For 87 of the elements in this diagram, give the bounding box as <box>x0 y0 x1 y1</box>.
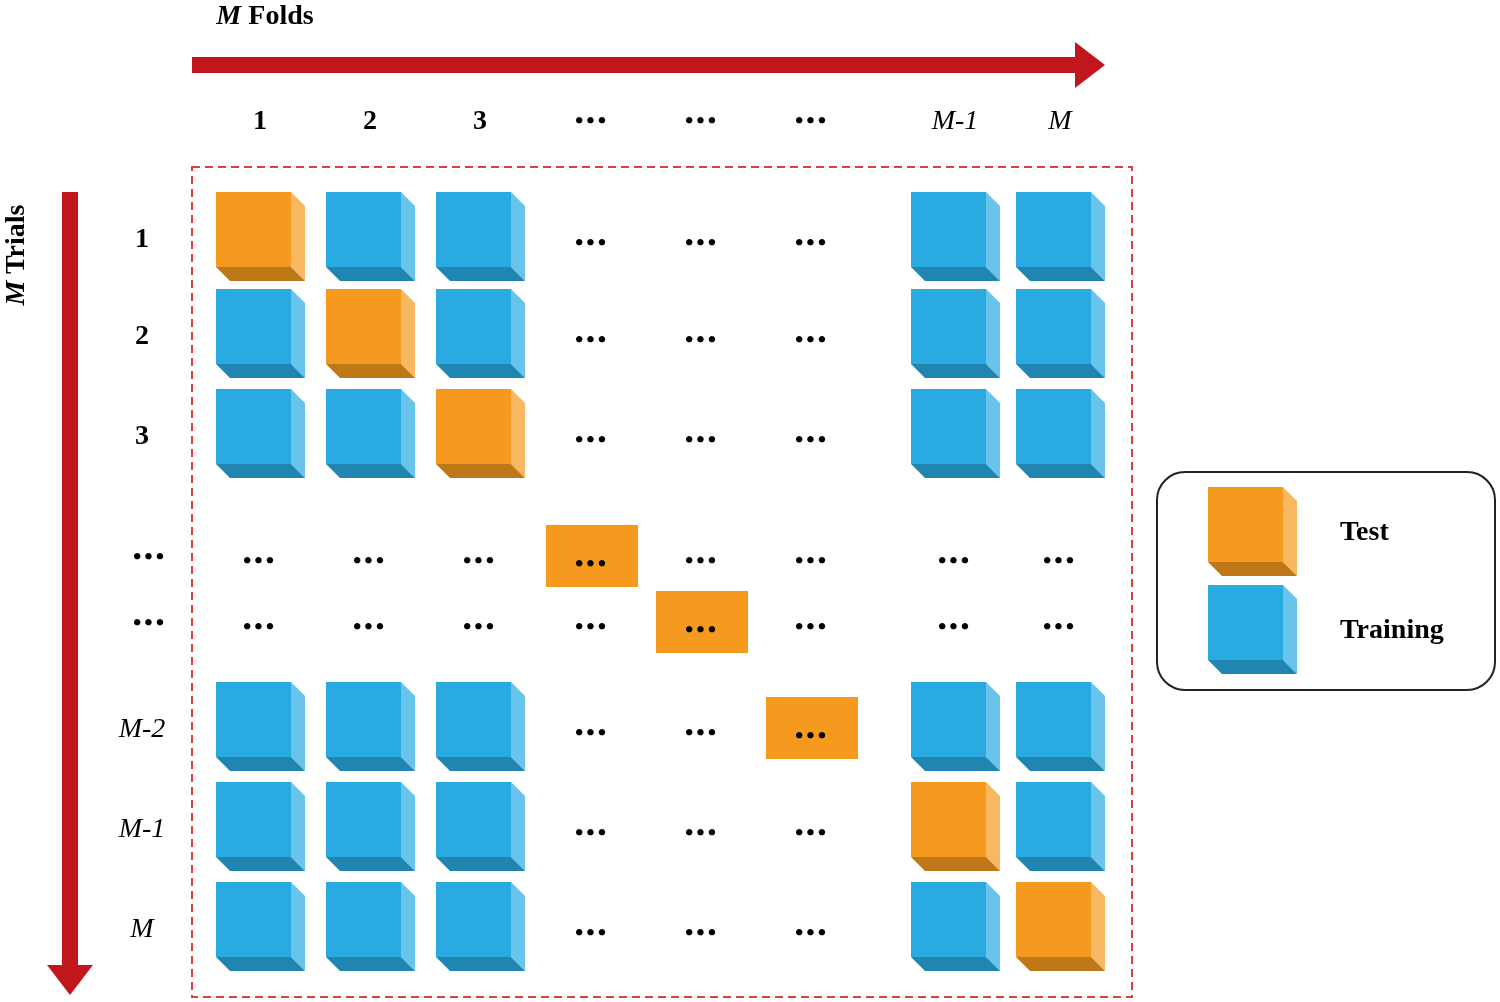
column-number: 1 <box>253 106 267 134</box>
training-fold-cube <box>436 289 525 378</box>
ellipsis-dots: ••• <box>684 920 720 944</box>
ellipsis-dots: ••• <box>794 427 830 451</box>
ellipsis-dots: ••• <box>574 230 610 254</box>
training-fold-cube <box>326 389 415 478</box>
training-fold-cube <box>1016 192 1105 281</box>
training-fold-cube <box>1016 682 1105 771</box>
ellipsis-dots: ••• <box>242 614 278 638</box>
ellipsis-dots: ••• <box>574 820 610 844</box>
test-fold-cube <box>436 389 525 478</box>
ellipsis-dots: ••• <box>794 327 830 351</box>
ellipsis-dots: ••• <box>462 548 498 572</box>
axis-title: M Trials <box>1 204 29 306</box>
training-fold-cube <box>436 882 525 971</box>
ellipsis-dots: ••• <box>794 614 830 638</box>
training-fold-cube <box>1016 289 1105 378</box>
test-fold-cube <box>216 192 305 281</box>
ellipsis-dots: ••• <box>574 614 610 638</box>
ellipsis-dots: ••• <box>574 427 610 451</box>
training-fold-cube <box>216 389 305 478</box>
row-number: 1 <box>135 224 149 252</box>
ellipsis-dots: ••• <box>574 551 610 575</box>
row-number: M <box>130 914 154 942</box>
ellipsis-dots: ••• <box>937 614 973 638</box>
training-fold-cube <box>911 682 1000 771</box>
training-fold-cube <box>911 289 1000 378</box>
ellipsis-dots: ••• <box>684 617 720 641</box>
axis-title: M Folds <box>216 1 314 29</box>
ellipsis-dots: ••• <box>794 548 830 572</box>
ellipsis-dots: ••• <box>684 230 720 254</box>
ellipsis-dots: ••• <box>684 427 720 451</box>
legend-label: Test <box>1340 517 1389 545</box>
ellipsis-dots: ••• <box>794 723 830 747</box>
ellipsis-dots: ••• <box>462 614 498 638</box>
column-number: M-1 <box>931 106 979 134</box>
training-fold-cube <box>1016 389 1105 478</box>
column-number: 2 <box>363 106 377 134</box>
training-fold-cube <box>326 682 415 771</box>
ellipsis-dots: ••• <box>794 820 830 844</box>
ellipsis-dots: ••• <box>1042 548 1078 572</box>
ellipsis-dots: ••• <box>352 548 388 572</box>
training-fold-cube <box>326 192 415 281</box>
ellipsis-dots: ••• <box>684 820 720 844</box>
ellipsis-dots: ••• <box>794 230 830 254</box>
training-fold-cube <box>216 882 305 971</box>
ellipsis-dots: ••• <box>684 108 720 132</box>
test-fold-block <box>766 697 858 759</box>
row-number: 2 <box>135 321 149 349</box>
row-number: M-1 <box>118 814 166 842</box>
training-fold-cube <box>911 192 1000 281</box>
ellipsis-dots: ••• <box>242 548 278 572</box>
test-fold-block <box>656 591 748 653</box>
ellipsis-dots: ••• <box>1042 614 1078 638</box>
training-fold-cube <box>216 782 305 871</box>
row-number: M-2 <box>118 714 166 742</box>
training-fold-cube <box>911 389 1000 478</box>
training-fold-cube <box>436 782 525 871</box>
ellipsis-dots: ••• <box>684 548 720 572</box>
test-fold-block <box>546 525 638 587</box>
ellipsis-dots: ••• <box>937 548 973 572</box>
training-fold-cube <box>326 882 415 971</box>
ellipsis-dots: ••• <box>684 327 720 351</box>
training-fold-cube <box>436 192 525 281</box>
ellipsis-dots: ••• <box>794 108 830 132</box>
ellipsis-dots: ••• <box>794 920 830 944</box>
test-fold-cube <box>911 782 1000 871</box>
column-number: 3 <box>473 106 487 134</box>
row-number: 3 <box>135 421 149 449</box>
ellipsis-dots: ••• <box>574 327 610 351</box>
ellipsis-dots: ••• <box>574 108 610 132</box>
ellipsis-dots: ••• <box>352 614 388 638</box>
training-fold-cube <box>436 682 525 771</box>
training-fold-cube <box>1016 782 1105 871</box>
test-fold-cube <box>326 289 415 378</box>
training-fold-cube <box>911 882 1000 971</box>
legend-label: Training <box>1340 615 1444 643</box>
ellipsis-dots: ••• <box>574 920 610 944</box>
test-fold-cube <box>1016 882 1105 971</box>
column-number: M <box>1048 106 1072 134</box>
ellipsis-dots: ••• <box>574 720 610 744</box>
ellipsis-dots: ••• <box>684 720 720 744</box>
training-fold-cube <box>326 782 415 871</box>
ellipsis-dots: ••• <box>132 610 168 634</box>
training-fold-cube <box>216 289 305 378</box>
training-fold-cube <box>216 682 305 771</box>
ellipsis-dots: ••• <box>132 544 168 568</box>
